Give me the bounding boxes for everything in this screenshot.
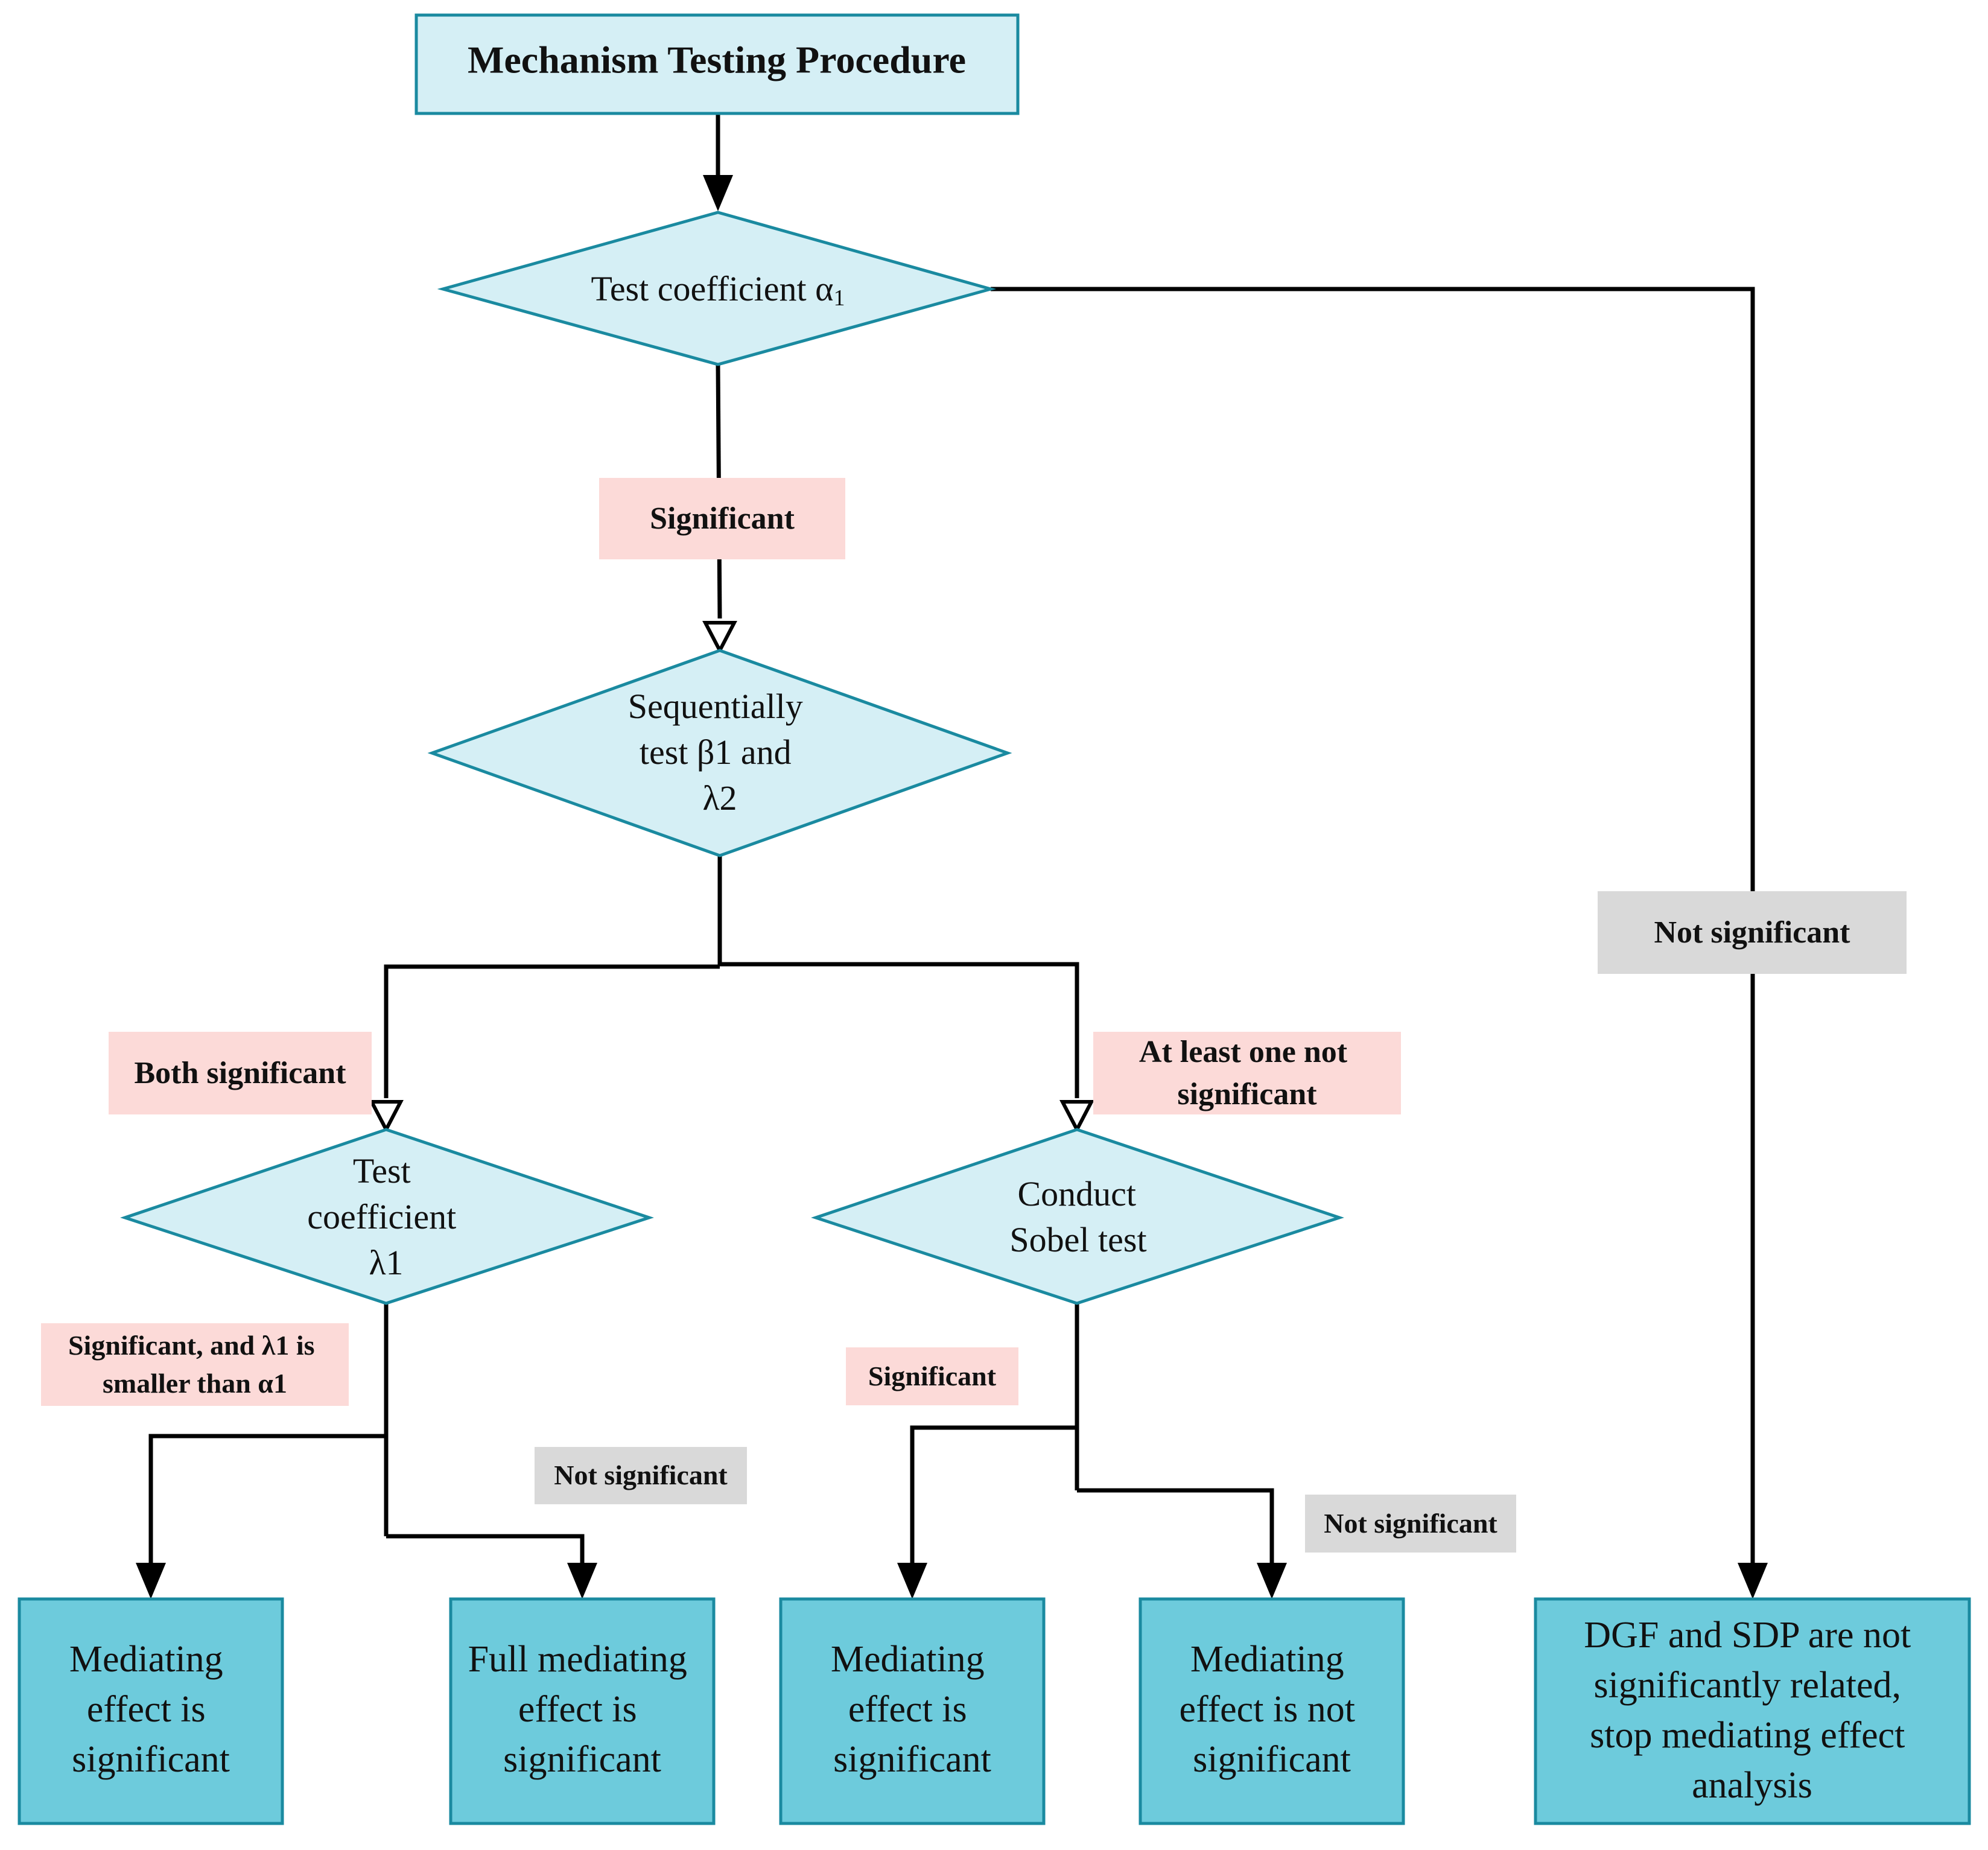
- label-text: Not significant: [1324, 1508, 1497, 1539]
- diamond-shape: [811, 1128, 1344, 1305]
- decision-test-lambda: Test coefficient λ1: [120, 1128, 654, 1305]
- edge-label-significant-lambda-smaller: Significant, and λ1 is smaller than α1: [41, 1323, 349, 1406]
- arrowhead-filled: [897, 1563, 927, 1599]
- arrowhead-hollow: [369, 1100, 404, 1134]
- result-mediating-not-significant: Mediating effect is not significant: [1138, 1597, 1405, 1825]
- diamond-shape: [437, 211, 997, 366]
- decision-test-alpha: Test coefficient α1: [437, 211, 997, 366]
- edge-label-significant-sobel: Significant: [846, 1347, 1018, 1405]
- decision-label: Conduct Sobel test: [1009, 1174, 1146, 1259]
- edge-split-left: [384, 964, 720, 1098]
- edge-label-not-significant-lambda: Not significant: [535, 1447, 747, 1504]
- result-stop-analysis: DGF and SDP are not significantly relate…: [1534, 1597, 1971, 1825]
- diamond-shape: [120, 1128, 654, 1305]
- decision-label: Sequentially test β1 and λ2: [628, 687, 811, 818]
- result-box-shape: [1138, 1597, 1405, 1825]
- edge-sobel-to-not-significant: [1077, 1488, 1274, 1569]
- decision-label: Test coefficient λ1: [307, 1151, 465, 1282]
- edge-sobel-to-mediating-mid: [910, 1425, 1077, 1569]
- diamond-shape: [427, 649, 1012, 857]
- result-box-shape: [17, 1597, 284, 1825]
- edge-test-alpha-to-stop: [991, 287, 1755, 1569]
- edge-lambda-to-mediating-left: [148, 1434, 386, 1569]
- label-background: [599, 478, 845, 559]
- edge-label-not-significant-sobel: Not significant: [1305, 1495, 1516, 1553]
- arrowhead-filled: [703, 175, 733, 211]
- edge-label-at-least-one-not: At least one not significant: [1093, 1032, 1401, 1114]
- label-background: [1305, 1495, 1516, 1553]
- arrowhead-filled: [136, 1563, 166, 1599]
- result-mediating-significant-mid: Mediating effect is significant: [779, 1597, 1046, 1825]
- label-background: [846, 1347, 1018, 1405]
- edge-label-not-significant-right: Not significant: [1598, 891, 1907, 974]
- label-text: At least one not significant: [1139, 1035, 1355, 1111]
- label-background: [109, 1032, 372, 1114]
- result-label: Full mediating effect is significant: [468, 1639, 697, 1780]
- edge-label-both-significant: Both significant: [109, 1032, 372, 1114]
- page-title: Mechanism Testing Procedure: [468, 39, 966, 81]
- edges: [136, 113, 1768, 1599]
- result-label: Mediating effect is not significant: [1179, 1639, 1364, 1780]
- result-full-mediating: Full mediating effect is significant: [449, 1597, 716, 1825]
- label-background: [1598, 891, 1907, 974]
- decision-sobel-test: Conduct Sobel test: [811, 1128, 1344, 1305]
- label-text: Significant: [868, 1361, 997, 1391]
- result-label: DGF and SDP are not significantly relate…: [1584, 1615, 1920, 1806]
- result-box-shape: [779, 1597, 1046, 1825]
- result-label: Mediating effect is significant: [69, 1639, 232, 1780]
- decision-sequential-test: Sequentially test β1 and λ2: [427, 649, 1012, 857]
- result-box-shape: [1534, 1597, 1971, 1825]
- label-text: Not significant: [554, 1460, 728, 1490]
- label-background: [535, 1447, 747, 1504]
- result-box-shape: [449, 1597, 716, 1825]
- arrowhead-hollow: [702, 621, 737, 655]
- label-background: [1093, 1032, 1401, 1114]
- edge-label-significant: Significant: [599, 478, 845, 559]
- arrowhead-filled: [567, 1563, 597, 1599]
- arrowhead-hollow: [1059, 1100, 1094, 1134]
- result-label: Mediating effect is significant: [831, 1639, 994, 1780]
- title-box: Mechanism Testing Procedure: [414, 13, 1020, 115]
- label-text: Significant, and λ1 is smaller than α1: [68, 1330, 322, 1399]
- edge-lambda-to-full-mediating: [386, 1534, 585, 1569]
- label-text: Not significant: [1654, 915, 1851, 950]
- label-text: Significant: [650, 501, 795, 536]
- title-box-shape: [414, 13, 1020, 115]
- decision-label: Test coefficient α1: [591, 269, 845, 311]
- edge-split-right: [720, 962, 1079, 1098]
- label-text: Both significant: [134, 1056, 346, 1090]
- arrowhead-filled: [1257, 1563, 1287, 1599]
- label-background: [41, 1323, 349, 1406]
- result-mediating-significant-left: Mediating effect is significant: [17, 1597, 284, 1825]
- arrowhead-filled: [1738, 1563, 1768, 1599]
